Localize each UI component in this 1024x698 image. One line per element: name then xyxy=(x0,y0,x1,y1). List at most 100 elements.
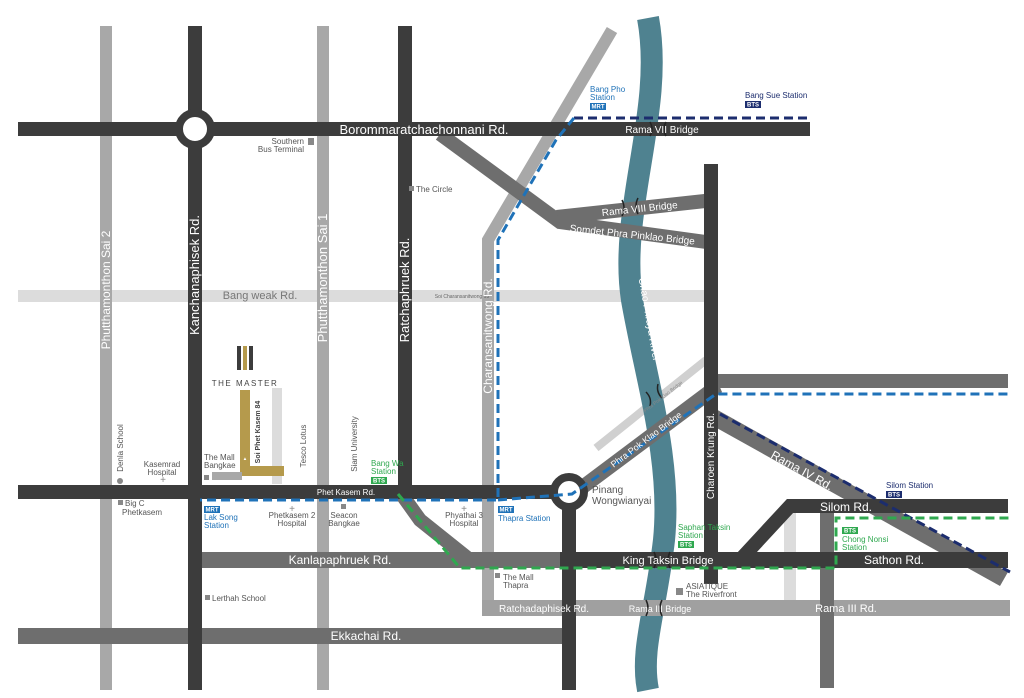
station-thapra: Thapra Station xyxy=(498,514,550,523)
poi-seacon-2: Bangkae xyxy=(328,519,360,528)
mrt-blue-line-east xyxy=(497,392,1010,502)
poi-mall-bangkae-2: Bangkae xyxy=(204,461,236,470)
rama-vii-bridge-marker xyxy=(649,121,667,137)
poi-the-circle: The Circle xyxy=(416,185,453,194)
school-icon xyxy=(205,595,210,600)
sathon-king-taksin-road xyxy=(560,552,1008,568)
label-phutthamonthon2: Phutthamonthon Sai 2 xyxy=(99,230,113,349)
poi-mall-bangkae-1: The Mall xyxy=(204,453,235,462)
soi-phet-kasem-84-road xyxy=(240,390,250,474)
poi-mall-thapra-2: Thapra xyxy=(503,581,529,590)
points-of-interest: Southern Bus Terminal The Circle Denla S… xyxy=(116,137,737,603)
mall-icon xyxy=(341,504,346,509)
silom-road xyxy=(734,499,1008,565)
rama3-connector xyxy=(820,508,834,688)
minor-road-tesco xyxy=(272,388,282,484)
station-silom: Silom Station xyxy=(886,481,933,490)
station-labels: Bang Pho Station MRT Bang Sue Station BT… xyxy=(204,85,933,552)
phutthamonthon-sai-2-road xyxy=(100,26,112,690)
poi-phyathai-1: Phyathai 3 xyxy=(445,511,483,520)
poi-big-c-2: Phetkasem xyxy=(122,508,162,517)
poi-pinang-2: Wongwianyai xyxy=(592,496,651,507)
mall-icon xyxy=(204,475,209,480)
label-charansanitwong: Charansanitwong Rd. xyxy=(481,278,495,393)
label-king-taksin: King Taksin Bridge xyxy=(623,555,714,567)
soi-phet-kasem-84-connector xyxy=(240,466,284,476)
mall-icon xyxy=(495,573,500,578)
poi-southern-bus-2: Bus Terminal xyxy=(258,145,304,154)
rama-iii-bridge-marker xyxy=(645,599,663,617)
king-taksin-bridge-marker xyxy=(653,551,671,569)
label-soi-phet-kasem-84: Soi Phet Kasem 84 xyxy=(255,401,262,464)
store-icon xyxy=(118,500,123,505)
mrt-badge-text: MRT xyxy=(206,508,219,514)
bts-badge xyxy=(886,491,902,498)
poi-southern-bus-1: Southern xyxy=(272,137,304,146)
dark-roads xyxy=(18,26,1008,690)
label-rama7-bridge: Rama VII Bridge xyxy=(625,125,699,136)
station-lak-song-2: Station xyxy=(204,521,229,530)
station-bang-pho-2: Station xyxy=(590,93,615,102)
label-phet-kasem: Phet Kasem Rd. xyxy=(317,488,375,497)
hospital-icon: + xyxy=(461,504,467,515)
label-borommaratchachonnani: Borommaratchachonnani Rd. xyxy=(339,122,508,137)
poi-phyathai-2: Hospital xyxy=(450,519,479,528)
transit-lines xyxy=(200,116,1011,574)
roundabout-kanchanaphisek xyxy=(175,109,215,149)
bang-weak-road xyxy=(18,290,708,302)
label-charoen-krung: Charoen Krung Rd. xyxy=(706,413,717,499)
the-master-name: THE MASTER xyxy=(212,379,279,388)
station-bang-wa-1: Bang Wa xyxy=(371,459,404,468)
poi-siam-univ: Siam University xyxy=(350,416,359,472)
poi-asiatique-1: ASIATIQUE xyxy=(686,582,728,591)
poi-kasemrad-1: Kasemrad xyxy=(144,460,180,469)
bts-badge-text: BTS xyxy=(844,529,856,535)
label-kanlapaphruek: Kanlapaphruek Rd. xyxy=(289,553,392,567)
borommaratchachonnani-road xyxy=(18,122,810,136)
poi-mall-thapra-1: The Mall xyxy=(503,573,534,582)
charansanitwong-road xyxy=(482,26,618,600)
label-rama3: Rama III Rd. xyxy=(815,603,877,615)
ratchadaphisek-road xyxy=(482,600,1010,616)
bts-green-line xyxy=(396,493,1010,570)
label-ratchadaphisek: Ratchadaphisek Rd. xyxy=(499,604,589,615)
ratchadaphisek-south-road xyxy=(562,490,576,690)
label-phutthamonthon1: Phutthamonthon Sai 1 xyxy=(315,214,330,343)
poi-lerthah: Lerthah School xyxy=(212,594,266,603)
station-chong-nonsi-2: Station xyxy=(842,543,867,552)
school-icon xyxy=(117,478,123,484)
mrt-badge-text: MRT xyxy=(500,508,513,514)
phutthamonthon-sai-1-road xyxy=(317,26,329,690)
the-mall-bangkae-block xyxy=(212,472,242,480)
label-kanchanaphisek: Kanchanaphisek Rd. xyxy=(187,215,202,335)
station-bang-pho-1: Bang Pho xyxy=(590,85,626,94)
bts-badge xyxy=(745,101,761,108)
poi-kasemrad-2: Hospital xyxy=(148,468,177,477)
rama-viii-bridge-marker xyxy=(621,197,639,217)
mrt-badge xyxy=(204,506,220,513)
mrt-badge-text: MRT xyxy=(592,105,605,111)
poi-asiatique-2: The Riverfront xyxy=(686,590,737,599)
bus-icon xyxy=(308,138,314,145)
poi-pinang-1: Pinang xyxy=(592,485,623,496)
building-icon xyxy=(409,186,414,191)
poi-phetkasem2-1: Phetkasem 2 xyxy=(269,511,316,520)
hospital-icon: + xyxy=(289,504,295,515)
ratchaphruek-road xyxy=(398,26,412,496)
phra-pok-klao-bridge-marker xyxy=(645,383,663,407)
bts-badge xyxy=(678,541,694,548)
bts-badge xyxy=(371,477,387,484)
mrt-badge xyxy=(590,103,606,110)
bts-badge-text: BTS xyxy=(747,103,759,109)
bts-badge-text: BTS xyxy=(888,493,900,499)
ekkachai-road xyxy=(18,628,566,644)
label-ratchaphruek: Ratchaphruek Rd. xyxy=(397,238,412,343)
station-chong-nonsi-1: Chong Nonsi xyxy=(842,535,888,544)
hospital-icon: + xyxy=(160,475,166,486)
bts-badge-text: BTS xyxy=(680,543,692,549)
poi-big-c-1: Big C xyxy=(125,499,145,508)
label-bang-weak: Bang weak Rd. xyxy=(223,290,298,302)
phet-kasem-road xyxy=(18,485,568,499)
poi-phetkasem2-2: Hospital xyxy=(278,519,307,528)
